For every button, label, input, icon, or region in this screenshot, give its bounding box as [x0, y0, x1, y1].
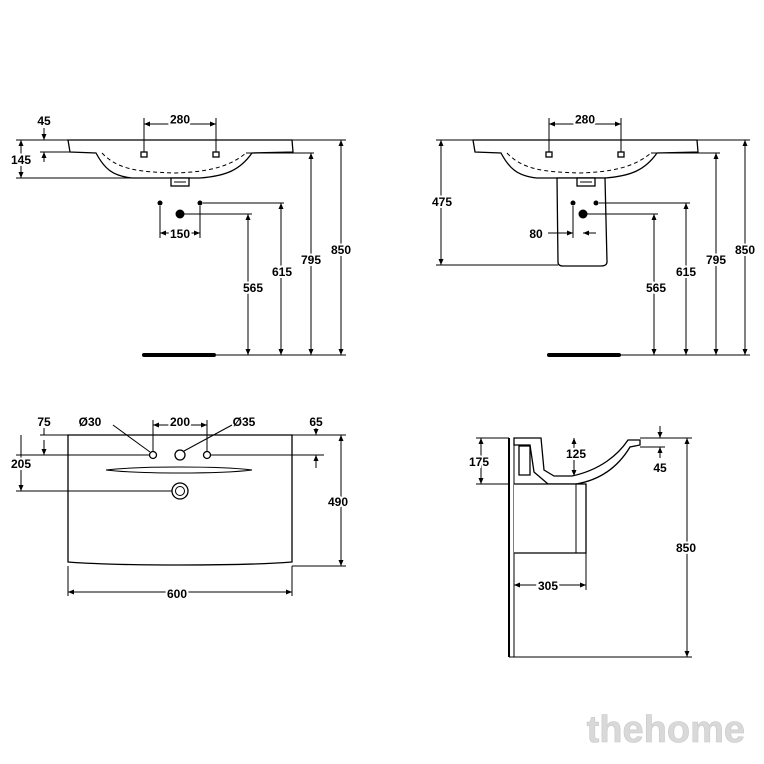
- dim-waste-spacing: 150: [170, 227, 190, 241]
- dim-205: 205: [11, 457, 31, 471]
- dim-565-2: 565: [646, 281, 666, 295]
- dim-tap-spacing: 280: [170, 113, 190, 127]
- dim-795-2: 795: [706, 253, 726, 267]
- side-view: 175 125 45 850 305: [467, 426, 698, 658]
- bowl-curve-2: [506, 152, 652, 174]
- dim-75: 75: [37, 415, 51, 429]
- dim-tap-spacing-2: 280: [575, 113, 595, 127]
- semi-pedestal: [556, 177, 608, 267]
- basin-section: [513, 437, 641, 485]
- siphon: [518, 445, 531, 476]
- basin-front-outline: [67, 139, 294, 179]
- supply-point-right: [197, 200, 203, 206]
- dim-basin-depth: 145: [11, 153, 31, 167]
- dim-width: 600: [167, 587, 187, 601]
- bowl-rim-edge: [105, 466, 253, 474]
- tap-hole-30-right: [202, 450, 212, 460]
- waste-point: [175, 209, 185, 219]
- dim-125: 125: [566, 447, 586, 461]
- supply-point-left-2: [570, 200, 576, 206]
- dim-45-side: 45: [653, 461, 667, 475]
- bowl-curve: [101, 152, 247, 174]
- dim-305: 305: [538, 579, 558, 593]
- supply-point-right-2: [593, 200, 599, 206]
- dim-475: 475: [432, 195, 452, 209]
- dim-200: 200: [170, 415, 190, 429]
- dim-850-2: 850: [735, 243, 755, 257]
- dim-795: 795: [301, 253, 321, 267]
- top-view: 75 205 Ø30 200 Ø35 65 490: [9, 413, 350, 603]
- dim-615: 615: [272, 265, 292, 279]
- pedestal-section: [514, 483, 587, 554]
- dim-615-2: 615: [676, 265, 696, 279]
- dim-850-side: 850: [676, 541, 696, 555]
- dim-rim-thickness: 45: [37, 114, 51, 128]
- supply-point-left: [157, 200, 163, 206]
- tap-hole-right-2: [617, 151, 625, 158]
- watermark: thehome: [587, 709, 745, 751]
- dim-850: 850: [331, 243, 351, 257]
- basin-top-outline: [67, 434, 293, 566]
- tap-hole-35: [174, 449, 186, 461]
- tap-hole-30: [148, 450, 158, 460]
- tap-hole-right: [212, 151, 220, 158]
- dim-hole-30: Ø30: [79, 415, 102, 429]
- overflow-waste: [171, 482, 189, 500]
- front-view: 280 45 145 150 565: [9, 111, 353, 357]
- front-view-pedestal: 280 475 80 565 615 795: [430, 111, 757, 357]
- tap-hole-left: [140, 151, 148, 158]
- dim-65: 65: [309, 415, 323, 429]
- dim-175: 175: [469, 455, 489, 469]
- basin-front-outline-2: [472, 139, 699, 179]
- tap-hole-left-2: [545, 151, 553, 158]
- dim-hole-35: Ø35: [233, 415, 256, 429]
- dim-565: 565: [243, 281, 263, 295]
- dim-490: 490: [328, 495, 348, 509]
- dim-80: 80: [529, 227, 543, 241]
- waste-point-2: [578, 209, 588, 219]
